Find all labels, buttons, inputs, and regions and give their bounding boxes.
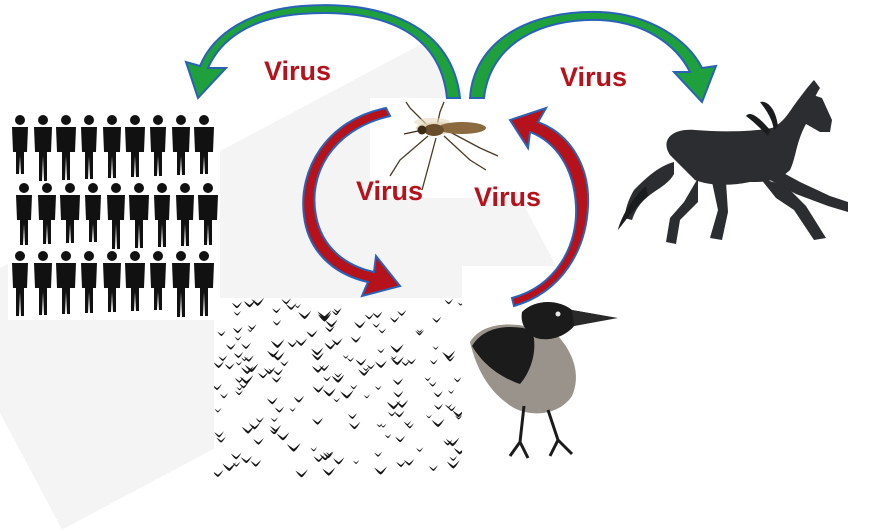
virus-label-to-horse: Virus bbox=[560, 62, 627, 93]
virus-label-from-crow: Virus bbox=[474, 182, 541, 213]
virus-label-to-birds: Virus bbox=[356, 176, 423, 207]
virus-label-to-humans: Virus bbox=[264, 56, 331, 87]
transmission-arrows bbox=[0, 0, 884, 481]
